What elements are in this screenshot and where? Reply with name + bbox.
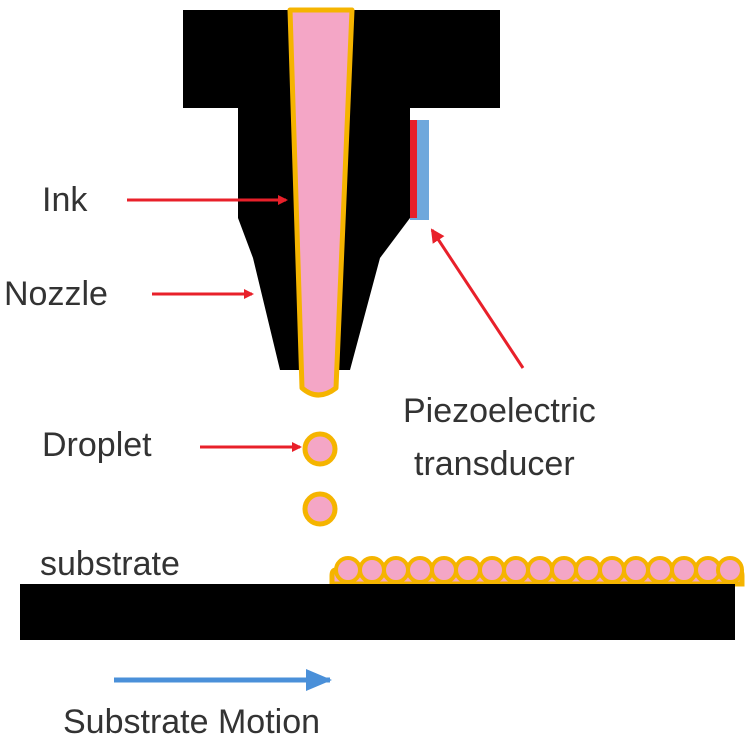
piezoelectric-transducer xyxy=(410,120,417,218)
droplet-2 xyxy=(302,491,338,527)
nozzle-label: Nozzle xyxy=(4,275,108,313)
substrate-block xyxy=(20,584,735,640)
substrate-label: substrate xyxy=(40,545,180,583)
droplet-label: Droplet xyxy=(42,426,152,464)
transducer-label-line2: transducer xyxy=(414,445,575,483)
droplet-1 xyxy=(302,431,338,467)
ink-channel xyxy=(287,7,355,398)
substrate-motion-label: Substrate Motion xyxy=(63,703,320,741)
transducer-label-line1: Piezoelectric xyxy=(403,392,596,430)
ink-label: Ink xyxy=(42,181,88,219)
deposited-ink-layer xyxy=(329,556,745,587)
transducer-arrow xyxy=(430,228,525,369)
